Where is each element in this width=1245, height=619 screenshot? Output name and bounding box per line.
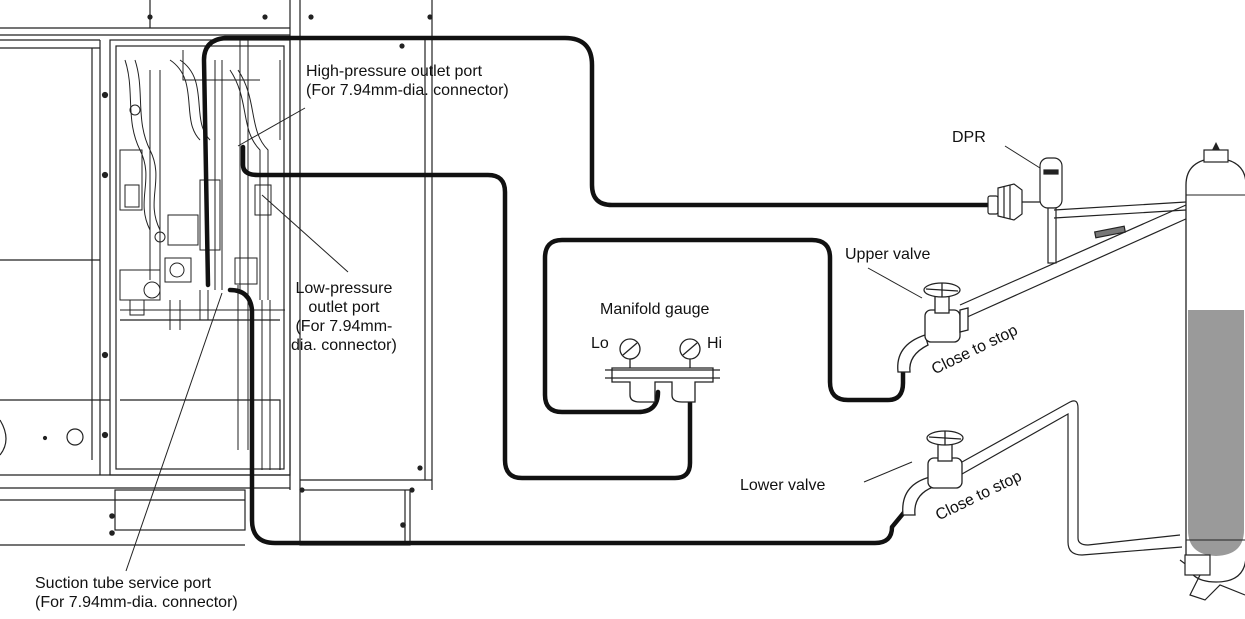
manifold-gauge: [605, 338, 720, 403]
hoses: [201, 35, 993, 546]
hose-low-pressure-to-manifold-hi: [240, 144, 693, 481]
gauge-hi-label: Hi: [707, 335, 723, 352]
upper-valve: [897, 282, 969, 373]
lower-valve: [902, 430, 964, 516]
dpr-label: DPR: [952, 129, 986, 146]
leader-lines: [125, 107, 1041, 572]
high-pressure-port-label: High-pressure outlet port (For 7.94mm-di…: [306, 63, 509, 99]
lower-valve-label: Lower valve: [740, 477, 826, 494]
low-pressure-port-label: Low-pressure outlet port (For 7.94mm- di…: [291, 280, 397, 354]
hose-high-pressure-to-dpr: [201, 35, 993, 288]
dpr-regulator: [987, 157, 1187, 264]
unit-internal-piping: [119, 40, 285, 470]
manifold-gauge-label: Manifold gauge: [600, 301, 710, 318]
refrigerant-cylinder: [1179, 142, 1245, 601]
gauge-lo-label: Lo: [591, 335, 609, 352]
suction-port-label: Suction tube service port (For 7.94mm-di…: [35, 575, 238, 611]
lower-tube: [961, 400, 1183, 556]
hose-suction-to-lower-valve: [227, 287, 909, 546]
outdoor-unit: [0, 0, 433, 546]
upper-valve-label: Upper valve: [845, 246, 931, 263]
hose-manifold-lo-to-upper-valve: [542, 237, 906, 415]
upper-tube: [959, 204, 1189, 319]
